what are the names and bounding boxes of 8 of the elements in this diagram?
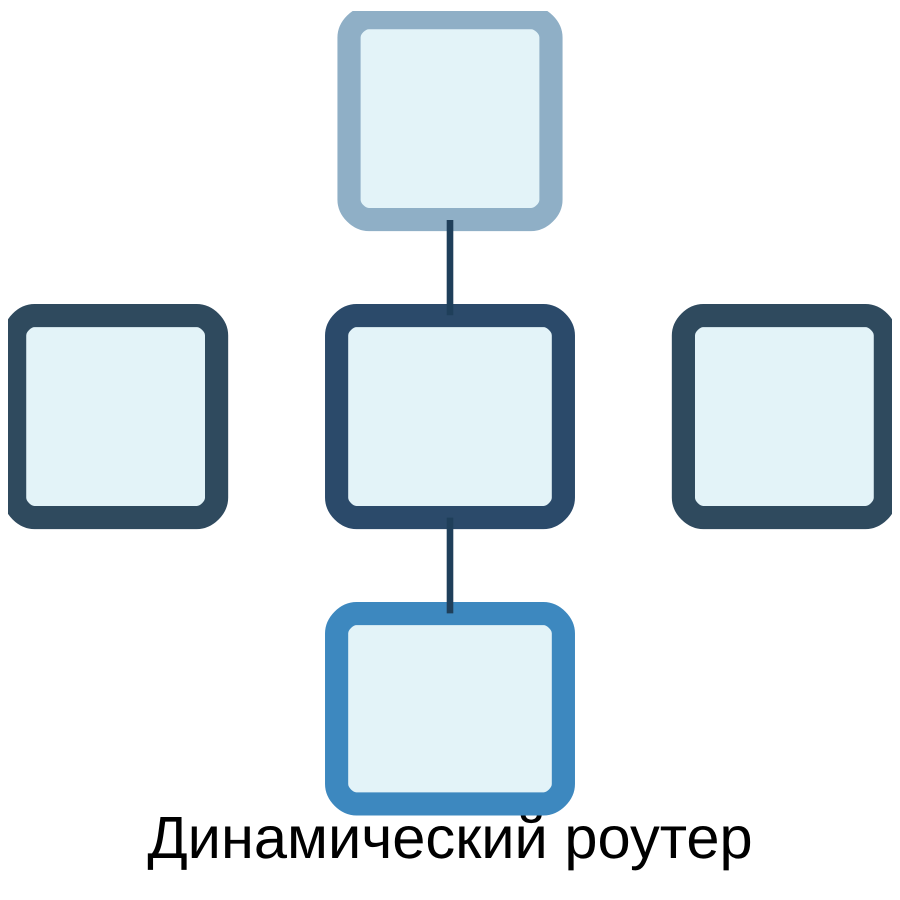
node-box [325, 304, 575, 529]
node-box [8, 304, 228, 529]
node-box [672, 304, 892, 529]
node-box [337, 10, 563, 231]
connector [446, 220, 454, 315]
connector [446, 517, 454, 613]
caption: Динамический роутер [147, 804, 753, 871]
node-box [325, 601, 575, 815]
